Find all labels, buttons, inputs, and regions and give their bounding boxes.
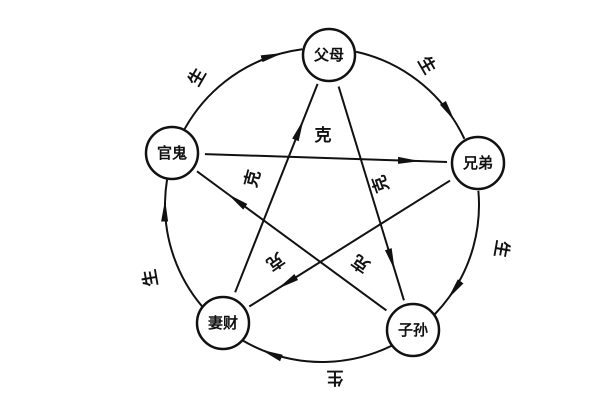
node-label: 兄弟 xyxy=(462,154,493,172)
overcome-label: 克 xyxy=(348,250,374,277)
generate-arc-xiongdi-zisun xyxy=(434,296,450,315)
node-label: 妻财 xyxy=(208,314,238,332)
node-fumu: 父母 xyxy=(301,27,357,83)
generate-label: 生 xyxy=(413,53,440,78)
node-qicai: 妻财 xyxy=(195,295,251,351)
generate-arc-qicai-guangui xyxy=(164,179,169,202)
generate-arrow-guangui-fumu xyxy=(183,52,283,130)
overcome-arrow-guangui-xiongdi xyxy=(204,153,420,164)
overcome-line-xiongdi-qicai xyxy=(248,286,280,308)
overcome-arrow-zisun-guangui xyxy=(227,193,387,312)
node-label: 官鬼 xyxy=(157,144,187,162)
generate-label: 生 xyxy=(327,367,344,388)
overcome-line-zisun-guangui xyxy=(196,170,230,196)
node-guangui: 官鬼 xyxy=(144,125,200,181)
generate-arc-guangui-fumu xyxy=(280,48,303,55)
node-label: 父母 xyxy=(313,46,344,64)
generate-arrow-fumu-xiongdi xyxy=(355,50,455,122)
overcome-line-guangui-xiongdi xyxy=(417,160,448,163)
node-label: 子孙 xyxy=(398,321,428,339)
overcome-line-fumu-zisun xyxy=(393,267,405,301)
generate-arrow-zisun-qicai xyxy=(261,344,392,363)
generate-label: 生 xyxy=(490,239,514,259)
overcome-arrow-qicai-fumu xyxy=(234,119,304,293)
generate-arrow-xiongdi-zisun xyxy=(447,190,480,300)
node-xiongdi: 兄弟 xyxy=(450,135,506,191)
generate-label: 生 xyxy=(139,268,163,288)
overcome-label: 克 xyxy=(240,168,265,190)
generate-arc-zisun-qicai xyxy=(242,339,264,352)
overcome-label: 克 xyxy=(315,125,332,146)
overcome-arrow-xiongdi-qicai xyxy=(277,179,451,289)
generate-arrow-qicai-guangui xyxy=(161,199,203,307)
overcome-label: 克 xyxy=(262,248,288,275)
edges xyxy=(161,48,480,363)
generate-label: 生 xyxy=(184,65,211,90)
overcome-label: 克 xyxy=(368,172,394,195)
overcome-line-qicai-fumu xyxy=(301,83,319,122)
node-zisun: 子孙 xyxy=(385,302,441,358)
overcome-arrow-fumu-zisun xyxy=(337,86,396,271)
generate-arc-fumu-xiongdi xyxy=(452,119,466,140)
